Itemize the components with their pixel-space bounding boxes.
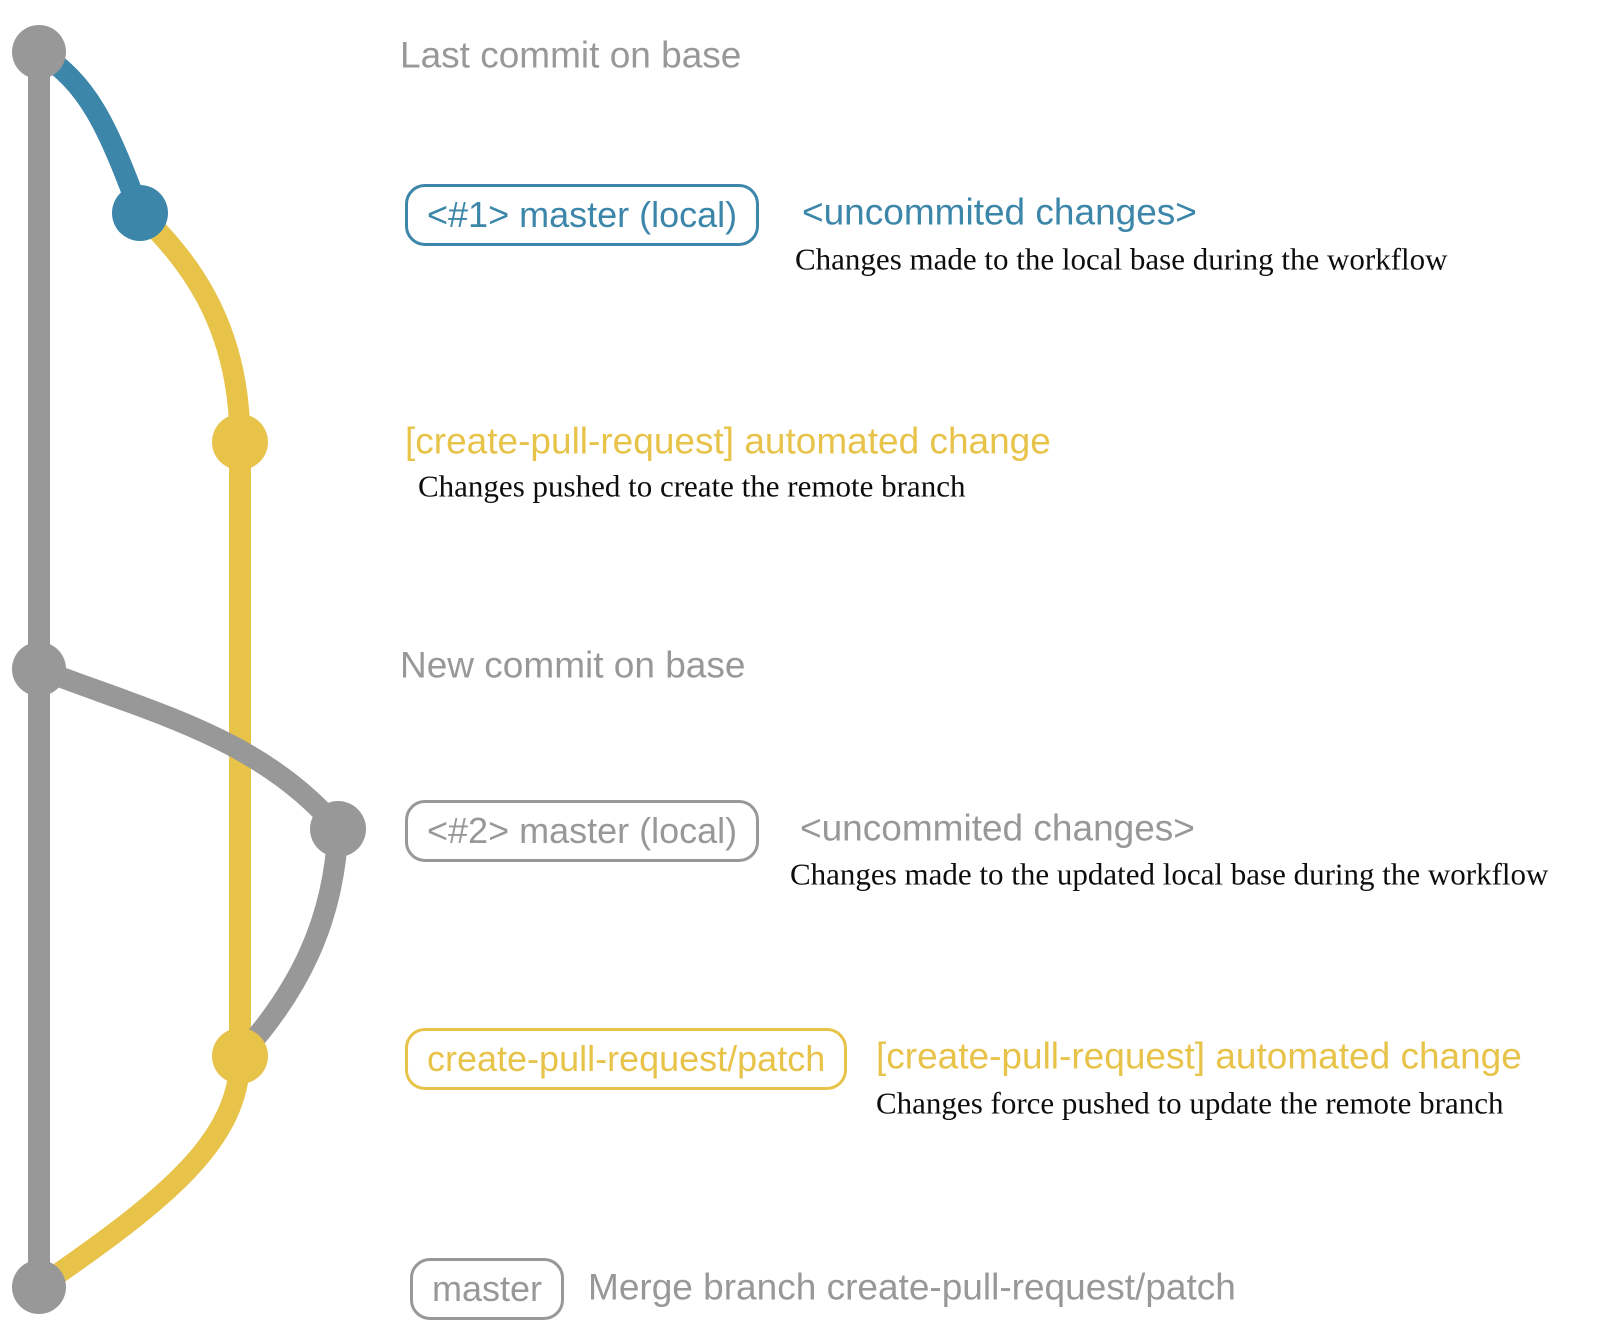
commit-message-uncommited-1: <uncommited changes> (802, 191, 1197, 233)
commit-dot-local-2 (310, 801, 366, 857)
commit-message-merge: Merge branch create-pull-request/patch (588, 1266, 1236, 1308)
commit-dot-remote-2 (212, 1028, 268, 1084)
commit-message-last-base: Last commit on base (400, 34, 742, 76)
commit-message-uncommited-2: <uncommited changes> (800, 807, 1195, 849)
commit-dot-remote-1 (212, 414, 268, 470)
commit-dot-new-base (12, 642, 66, 696)
branch-tag-create-pull-request-patch: create-pull-request/patch (405, 1028, 848, 1090)
commit-dot-last-base (12, 25, 66, 79)
branch-tag-master: master (410, 1258, 565, 1320)
annotation-local-changes-1: Changes made to the local base during th… (795, 241, 1448, 277)
annotation-push-remote: Changes pushed to create the remote bran… (418, 468, 966, 504)
local-branch-blue-curve (33, 43, 150, 217)
commit-message-automated-change-2: [create-pull-request] automated change (876, 1035, 1522, 1077)
annotation-force-push-remote: Changes force pushed to update the remot… (876, 1085, 1504, 1121)
local-branch-gray-curve-in (232, 828, 349, 1064)
branch-tag-master-local-1: <#1> master (local) (405, 184, 760, 246)
commit-message-automated-change-1: [create-pull-request] automated change (405, 420, 1051, 462)
git-graph (12, 25, 366, 1314)
commit-dot-merge (12, 1260, 66, 1314)
annotation-local-changes-2: Changes made to the updated local base d… (790, 856, 1549, 892)
local-branch-gray-curve-out (35, 659, 347, 836)
remote-branch-yellow-curve-out (132, 205, 251, 443)
commit-message-new-base: New commit on base (400, 644, 746, 686)
commit-dot-local-1 (112, 185, 168, 241)
branch-tag-master-local-2: <#2> master (local) (405, 800, 760, 862)
remote-branch-yellow-merge-curve (33, 1055, 251, 1296)
